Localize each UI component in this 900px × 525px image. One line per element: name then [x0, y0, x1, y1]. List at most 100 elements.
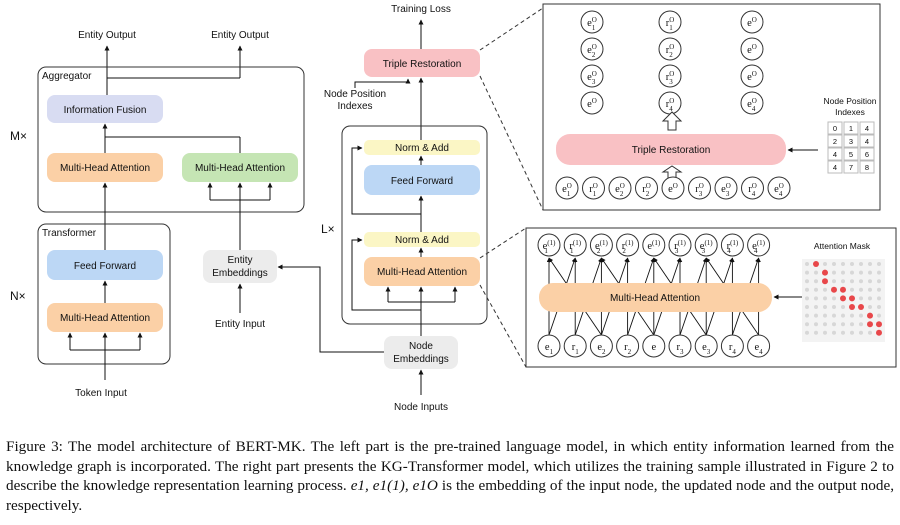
caption-math: e1, e1(1), e1O	[350, 477, 438, 494]
updated-node-5-label: r(1)3	[674, 239, 686, 255]
mask-dot	[841, 270, 845, 275]
updated-node-7-label: r(1)4	[727, 239, 739, 255]
hollow-up-arrow	[661, 111, 683, 131]
mask-dot	[814, 296, 818, 301]
input-node-7-label: r4	[729, 342, 737, 356]
updated-node-4-label: e(1)	[647, 239, 661, 252]
mask-dot	[841, 305, 845, 309]
mask-dot	[877, 287, 881, 292]
mask-dot	[868, 287, 872, 292]
mask-dot	[868, 279, 872, 284]
training-loss-label: Training Loss	[391, 4, 451, 15]
mask-dot	[877, 279, 881, 284]
mask-dot	[841, 330, 845, 335]
aggregator-repeat: M×	[10, 129, 27, 143]
mha-detail-panel	[525, 227, 897, 368]
input-node-6: e3	[694, 334, 718, 358]
mha-detail-label: Multi-Head Attention	[610, 293, 700, 304]
updated-node-0-label: e(1)1	[543, 239, 557, 255]
index-cell: 6	[865, 150, 869, 159]
entity-input-label: Entity Input	[215, 319, 265, 330]
hollow-small-arrow	[661, 165, 683, 179]
input-node-5-label: r3	[677, 342, 685, 356]
left-language-model: Entity Output Entity Output Aggregator M…	[10, 30, 305, 399]
caption-part2: is the embedding of the input node, the …	[6, 477, 895, 514]
input-node-2-label: e2	[597, 342, 606, 356]
updated-node-2-label: e(1)2	[595, 239, 609, 255]
input-node-4-label: e	[651, 342, 656, 353]
mask-dot	[859, 296, 863, 301]
mask-dot	[814, 279, 818, 284]
output-node-9-label: eO	[587, 97, 597, 110]
norm-add-top-box	[364, 140, 480, 155]
output-node-2-label: eO	[747, 16, 757, 29]
transformer-title: Transformer	[42, 228, 97, 239]
entity-output-left-label: Entity Output	[78, 30, 136, 41]
mha-middle-box	[364, 257, 480, 286]
index-cell: 3	[849, 137, 853, 146]
mask-dot	[877, 296, 881, 301]
mask-dot	[841, 322, 845, 327]
mask-dot-active	[822, 269, 828, 276]
mask-dot	[868, 296, 872, 301]
feed-forward-middle-label: Feed Forward	[391, 176, 453, 187]
input-node-6-label: e3	[702, 342, 711, 356]
updated-node-3-label: r(1)2	[622, 239, 634, 255]
mask-dot	[859, 330, 863, 335]
mha-entity-label: Multi-Head Attention	[195, 163, 285, 174]
mask-dot-active	[840, 286, 846, 293]
architecture-diagram: Entity Output Entity Output Aggregator M…	[10, 3, 897, 413]
mask-dot	[832, 262, 836, 266]
mask-dot	[850, 270, 854, 275]
aggregator-block	[37, 66, 305, 213]
index-cell: 8	[865, 163, 869, 172]
detail-input-node-4: eO	[661, 176, 685, 200]
mask-dot	[832, 270, 836, 275]
input-node-1: r1	[563, 334, 587, 358]
mask-dot	[859, 313, 863, 318]
transformer-block	[37, 223, 171, 365]
caption-part1: Figure 3: The model architecture of BERT…	[6, 438, 894, 494]
figure-caption: Figure 3: The model architecture of BERT…	[6, 437, 894, 515]
feed-forward-label: Feed Forward	[74, 261, 136, 272]
input-node-4: e	[642, 334, 666, 358]
index-cell: 4	[833, 163, 837, 172]
input-node-1-label: r1	[572, 342, 580, 356]
entity-output-right-label: Entity Output	[211, 30, 269, 41]
node-embeddings-line1: Node	[409, 341, 433, 352]
output-node-5-label: eO	[747, 43, 757, 56]
output-node-8: eO	[740, 64, 764, 88]
mask-dot	[823, 313, 827, 318]
triple-restoration-panel	[542, 3, 881, 211]
updated-node-5: r(1)3	[668, 233, 692, 257]
attention-mask-label: Attention Mask	[814, 241, 871, 251]
output-node-8-label: eO	[747, 70, 757, 83]
triple-restoration-detail-box	[556, 134, 786, 165]
mask-dot	[850, 330, 854, 335]
updated-node-8: e(1)4	[747, 233, 771, 257]
mask-dot	[832, 296, 836, 301]
index-cell: 7	[849, 163, 853, 172]
node-embeddings-line2: Embeddings	[393, 354, 449, 365]
mask-dot-active	[840, 295, 846, 302]
input-node-0: e1	[537, 334, 561, 358]
mask-dot	[805, 287, 809, 292]
index-cell: 0	[833, 124, 837, 133]
